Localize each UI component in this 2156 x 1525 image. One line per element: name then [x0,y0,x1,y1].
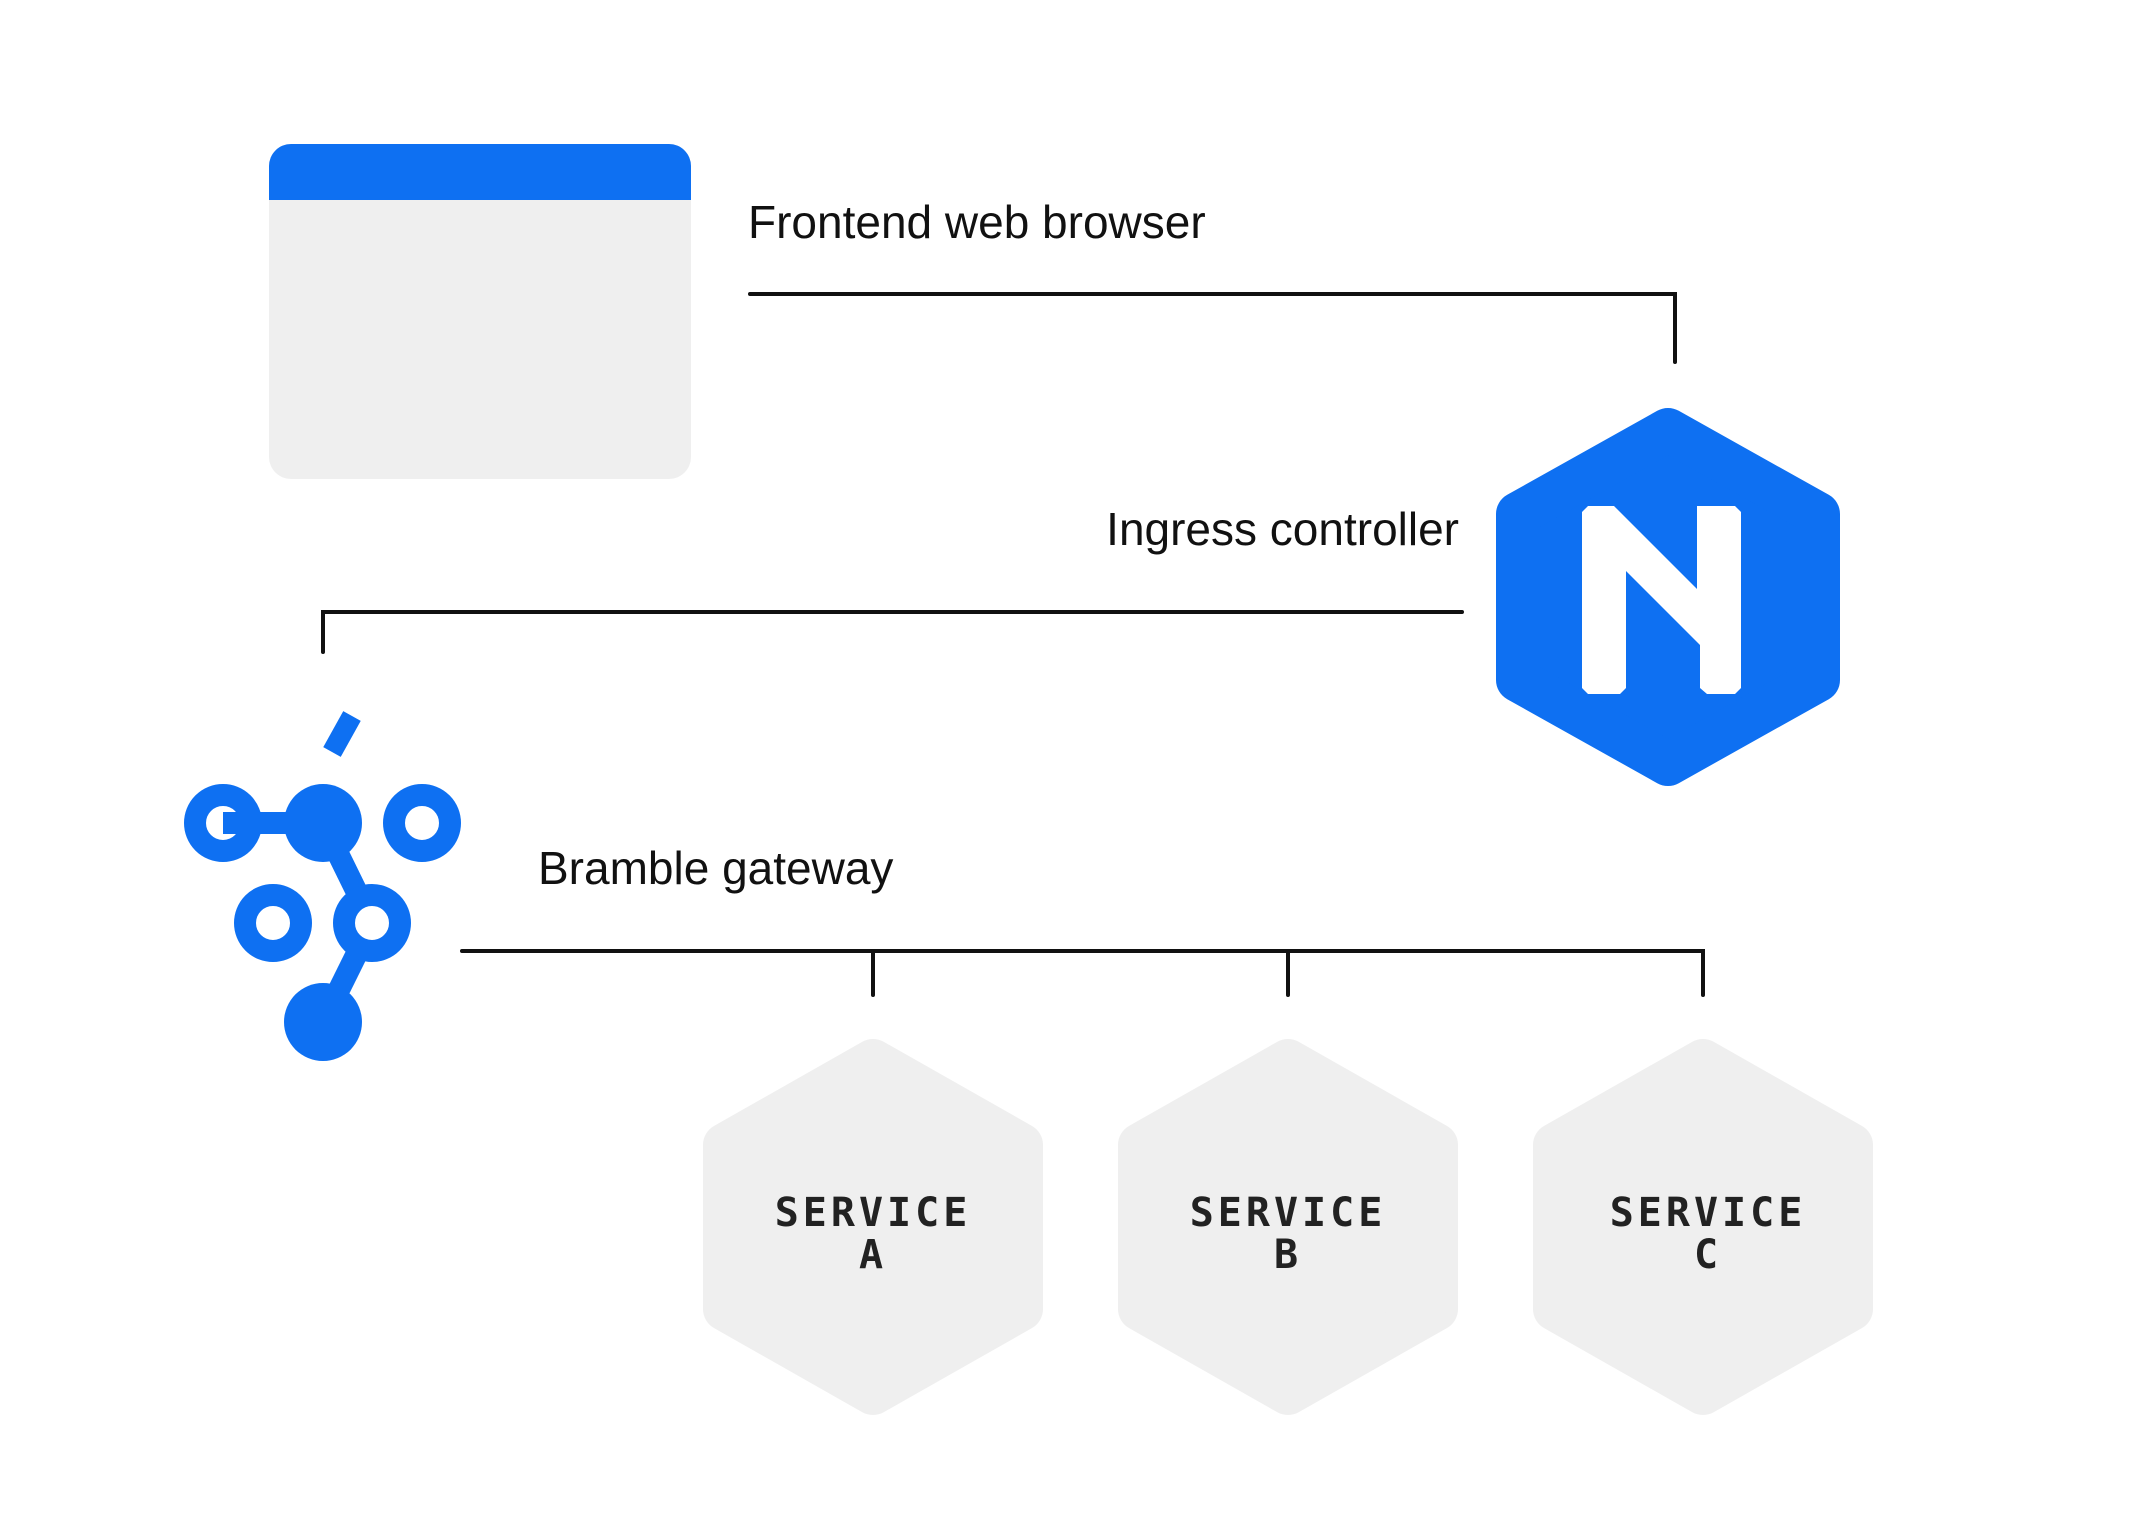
service-b: SERVICE B [1118,1039,1458,1415]
service-c-label: SERVICE [1610,1190,1807,1236]
browser-label: Frontend web browser [748,196,1206,248]
ingress-label: Ingress controller [1106,503,1459,555]
service-a: SERVICE A [703,1039,1043,1415]
service-a-label: SERVICE [775,1190,972,1236]
service-b-letter: B [1274,1232,1302,1278]
gateway-label: Bramble gateway [538,842,893,894]
nginx-n-icon [1496,408,1840,786]
connector-browser-ingress [748,292,1677,364]
connector-ingress-gateway [321,610,1464,654]
service-c: SERVICE C [1533,1039,1873,1415]
service-b-label: SERVICE [1190,1190,1387,1236]
service-c-letter: C [1694,1232,1722,1278]
service-a-letter: A [859,1232,887,1278]
connector-gateway-services [460,949,1705,997]
bramble-graph-icon [184,711,461,1061]
browser-window-icon [269,144,691,479]
